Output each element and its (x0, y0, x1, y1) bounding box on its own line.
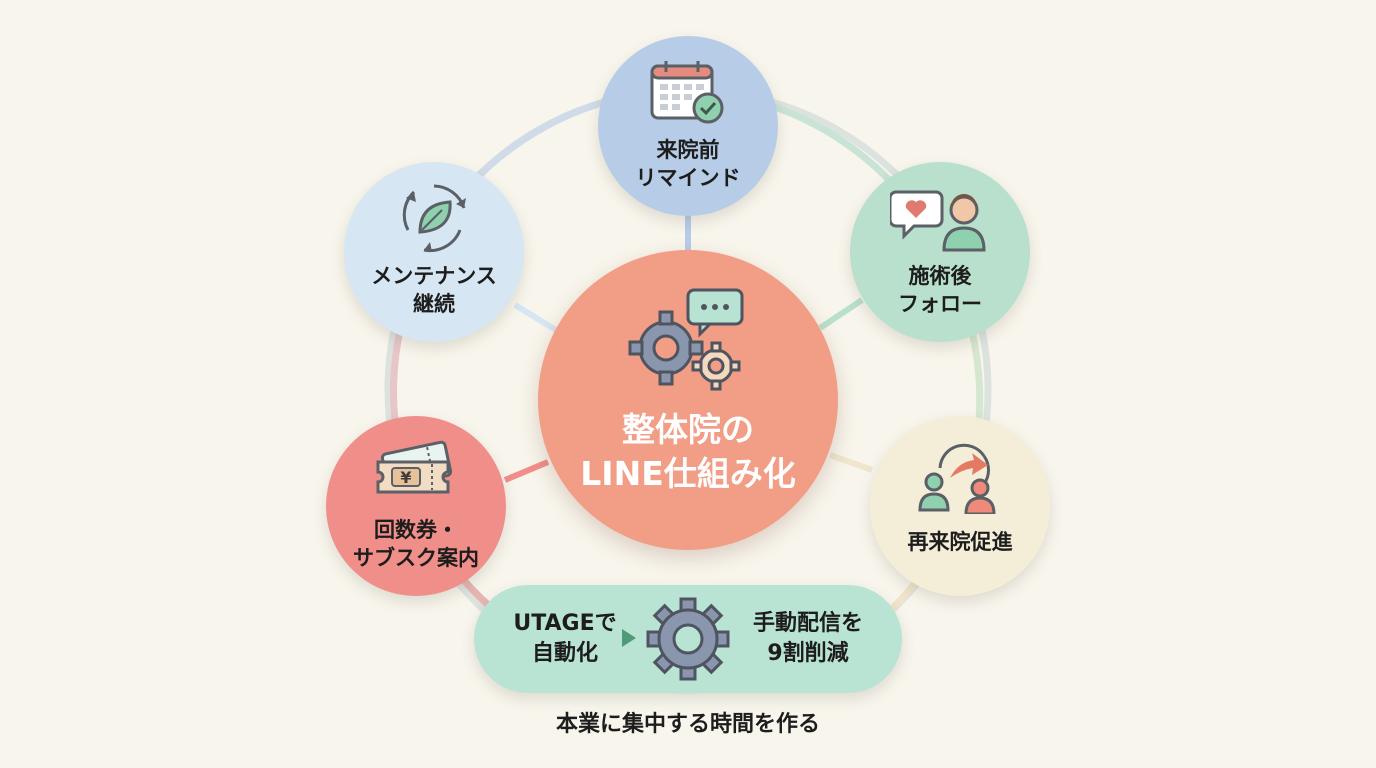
automation-right-line1: 手動配信を (752, 611, 863, 636)
svg-text:¥: ¥ (400, 468, 411, 487)
gears-chat-icon (628, 288, 744, 391)
node-ticket: ¥ 回数券・ サブスク案内 (326, 416, 506, 596)
node-followup: 施術後 フォロー (850, 162, 1030, 342)
node-ticket-line1: 回数券・ (374, 518, 458, 542)
gear-icon (646, 597, 730, 681)
automation-bar: UTAGEで 自動化 手動 (474, 585, 902, 693)
automation-right-line2: 9割削減 (767, 641, 849, 666)
node-ticket-line2: サブスク案内 (353, 546, 479, 570)
automation-left-line2: 自動化 (531, 641, 598, 666)
yen-ticket-icon: ¥ (376, 440, 453, 494)
node-reminder-line1: 来院前 (656, 138, 720, 162)
node-maintenance-label: メンテナンス 継続 (344, 262, 524, 318)
node-maintenance: メンテナンス 継続 (344, 162, 524, 342)
automation-left-text: UTAGEで 自動化 (500, 609, 630, 669)
automation-right-text: 手動配信を 9割削減 (736, 609, 880, 669)
node-reminder-label: 来院前 リマインド (598, 136, 778, 192)
people-return-arrow-icon (918, 443, 996, 514)
node-reminder: 来院前 リマインド (598, 36, 778, 216)
node-revisit-line1: 再来院促進 (907, 530, 1013, 554)
node-maintenance-line2: 継続 (413, 292, 455, 316)
node-followup-line1: 施術後 (908, 264, 972, 288)
node-ticket-label: 回数券・ サブスク案内 (326, 516, 506, 572)
center-title: 整体院の LINE仕組み化 (538, 408, 838, 496)
heart-speech-person-icon (890, 190, 986, 252)
automation-left-line1: UTAGEで (513, 611, 617, 636)
node-followup-label: 施術後 フォロー (850, 262, 1030, 318)
triangle-arrow-icon (622, 629, 636, 647)
node-revisit-label: 再来院促進 (870, 528, 1050, 556)
center-title-line2: LINE仕組み化 (580, 454, 796, 493)
node-reminder-line2: リマインド (635, 166, 741, 190)
calendar-check-icon (650, 61, 724, 124)
node-maintenance-line1: メンテナンス (371, 264, 497, 288)
center-title-line1: 整体院の (622, 410, 754, 449)
center-node: 整体院の LINE仕組み化 (538, 250, 838, 550)
footer-caption: 本業に集中する時間を作る (555, 712, 820, 737)
leaf-cycle-icon (402, 184, 466, 253)
node-followup-line2: フォロー (898, 292, 982, 316)
node-revisit: 再来院促進 (870, 416, 1050, 596)
